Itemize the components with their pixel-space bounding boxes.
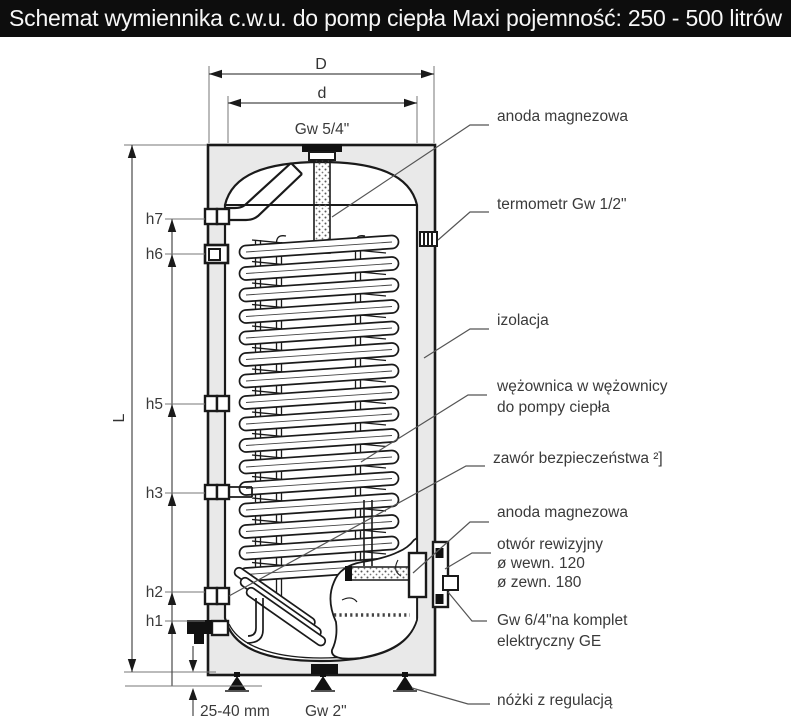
coil-downpipe: [363, 500, 373, 566]
callout-heater-line2: elektryczny GE: [497, 633, 601, 650]
callout-coil-line2: do pompy ciepła: [497, 399, 610, 416]
callout-anode-top: anoda magnezowa: [497, 108, 628, 125]
dimension-D: D: [208, 56, 435, 143]
callout-anode-bottom: anoda magnezowa: [497, 504, 628, 521]
port-h2: [203, 586, 231, 606]
dim-h1-label: h1: [146, 613, 163, 630]
top-cap-gw54: [302, 144, 342, 161]
top-inlet-pipe: [225, 162, 303, 222]
bottom-connection-gw2: [311, 664, 338, 674]
bottom-anode-horizontal: [345, 566, 418, 581]
callout-revision-line3: ø zewn. 180: [497, 574, 582, 591]
dim-d-label: d: [318, 85, 327, 102]
callout-thermometer: termometr Gw 1/2": [497, 196, 627, 213]
callout-feet: nóżki z regulacją: [497, 692, 613, 709]
tank-diagram: D d Gw 5/4" L h7 h6 h5 h3 h2 h1 25-40 mm: [111, 56, 668, 719]
dimension-foot-range: 25-40 mm: [188, 646, 270, 719]
callout-leaders: [228, 124, 491, 705]
callout-insulation: izolacja: [497, 312, 549, 329]
dim-D-label: D: [315, 56, 327, 73]
title-bar: Schemat wymiennika c.w.u. do pomp ciepła…: [0, 0, 791, 37]
dimension-L: L: [111, 144, 216, 673]
callout-labels: anoda magnezowa termometr Gw 1/2" izolac…: [493, 108, 668, 709]
dim-h2-label: h2: [146, 584, 163, 601]
adjustable-feet: [225, 672, 417, 692]
callout-heater-line1: Gw 6/4"na komplet: [497, 612, 628, 629]
port-h5: [203, 394, 231, 413]
callout-revision-line1: otwór rewizyjny: [497, 536, 603, 553]
port-h6: [203, 243, 230, 265]
port-h1-inlet: [187, 619, 230, 644]
dim-h3-label: h3: [146, 485, 163, 502]
dimension-heights: h7 h6 h5 h3 h2 h1: [125, 211, 262, 687]
title-text: Schemat wymiennika c.w.u. do pomp ciepła…: [9, 5, 782, 31]
foot-range-label: 25-40 mm: [200, 703, 270, 719]
bottom-connection-label: Gw 2": [305, 703, 347, 719]
top-connection-label: Gw 5/4": [295, 121, 350, 138]
dim-h6-label: h6: [146, 246, 163, 263]
port-h3: [203, 483, 253, 501]
callout-revision-line2: ø wewn. 120: [497, 555, 585, 572]
callout-coil-line1: wężownica w wężownicy: [496, 378, 668, 395]
dim-h7-label: h7: [146, 211, 163, 228]
dimension-d: d: [227, 85, 418, 143]
thermometer-port: [419, 231, 438, 247]
revision-flange: [407, 540, 459, 609]
dim-L-label: L: [111, 413, 128, 422]
callout-safety-valve: zawór bezpieczeństwa ²]: [493, 450, 663, 467]
port-h7: [203, 207, 231, 226]
dim-h5-label: h5: [146, 396, 163, 413]
